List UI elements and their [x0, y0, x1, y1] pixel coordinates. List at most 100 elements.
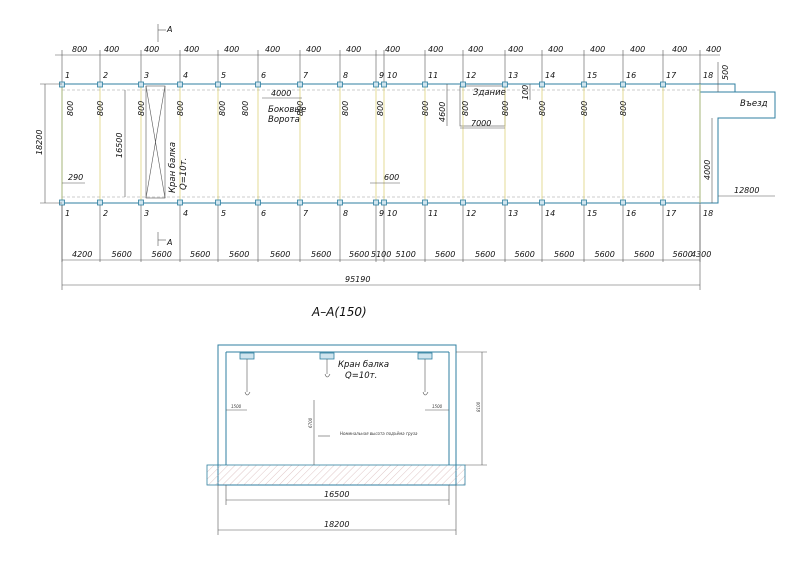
bottom-dim-label: 5600 — [229, 250, 249, 259]
column-bottom — [177, 199, 183, 206]
dim-1500-right-label: 1500 — [432, 404, 443, 409]
axis-label-top: 16 — [626, 71, 636, 80]
bottom-dim-label: 5100 — [396, 250, 416, 259]
axis-label-bottom: 16 — [626, 209, 636, 218]
entry-label: Въезд — [740, 99, 768, 109]
axis-label-top: 6 — [261, 71, 266, 80]
column-bottom — [97, 199, 103, 206]
axis-label-top: 13 — [508, 71, 518, 80]
axis-label-bottom: 6 — [261, 209, 266, 218]
axis-label-bottom: 12 — [466, 209, 476, 218]
column-dim-label: 800 — [176, 101, 185, 116]
building-label: Здание — [473, 88, 506, 98]
dim-7000-label: 7000 — [471, 119, 491, 128]
section-height-label: 8100 — [476, 401, 481, 412]
axis-label-top: 5 — [221, 71, 226, 80]
column-bottom — [539, 199, 545, 206]
total-width-label: 18200 — [35, 130, 44, 155]
plan-crane-label-2: Q=10т. — [179, 158, 189, 190]
bottom-dim-label: 4200 — [72, 250, 92, 259]
section-frame — [217, 344, 457, 486]
bottom-dim-label: 5600 — [311, 250, 331, 259]
column-bottom — [59, 199, 65, 206]
column-bottom — [502, 199, 508, 206]
column-top — [215, 81, 221, 88]
bottom-dim-label: 5600 — [673, 250, 693, 259]
top-dim-label: 400 — [265, 45, 280, 54]
column-bottom — [581, 199, 587, 206]
bottom-dim-label: 5600 — [270, 250, 290, 259]
top-dim-label: 400 — [428, 45, 443, 54]
top-dim-label: 400 — [672, 45, 687, 54]
dim-600-label: 600 — [384, 173, 399, 182]
column-bottom — [381, 199, 387, 206]
axis-label-bottom: 11 — [428, 209, 438, 218]
axis-label-top: 18 — [703, 71, 713, 80]
column-dim-label: 800 — [461, 101, 470, 116]
axis-label-top: 3 — [144, 71, 149, 80]
hook-left-icon — [244, 391, 251, 396]
dim-100-label: 100 — [521, 85, 530, 100]
bottom-dim-label: 5600 — [435, 250, 455, 259]
bottom-dim-label: 5600 — [595, 250, 615, 259]
top-dim-label: 400 — [590, 45, 605, 54]
top-dim-label: 400 — [224, 45, 239, 54]
column-top — [59, 81, 65, 88]
column-bottom — [337, 199, 343, 206]
total-length-label: 95190 — [345, 275, 370, 284]
column-bottom — [620, 199, 626, 206]
column-top — [337, 81, 343, 88]
column-top — [581, 81, 587, 88]
axis-label-top: 8 — [343, 71, 348, 80]
bottom-dim-label: 5600 — [475, 250, 495, 259]
column-top — [177, 81, 183, 88]
column-dim-label: 800 — [341, 101, 350, 116]
section-mark-top-label: А — [166, 25, 172, 34]
column-bottom — [373, 199, 379, 206]
dim-12800-label: 12800 — [734, 186, 759, 195]
column-bottom — [460, 199, 466, 206]
column-dim-label: 800 — [580, 101, 589, 116]
section-crane-label-1: Кран балка — [338, 360, 389, 370]
section-crane-label-2: Q=10т. — [345, 371, 377, 381]
column-top — [460, 81, 466, 88]
axis-label-top: 15 — [587, 71, 597, 80]
column-dim-label: 800 — [241, 101, 250, 116]
axis-label-top: 14 — [545, 71, 555, 80]
column-bottom — [215, 199, 221, 206]
top-dim-label: 400 — [468, 45, 483, 54]
top-dim-label: 400 — [104, 45, 119, 54]
column-dim-label: 800 — [296, 101, 305, 116]
dim-4000-gate-label: 4000 — [271, 89, 291, 98]
axis-label-bottom: 14 — [545, 209, 555, 218]
entry-top-outline — [700, 83, 736, 93]
plan-crane-label-1: Кран балка — [168, 142, 178, 193]
axis-label-top: 10 — [387, 71, 397, 80]
bottom-dim-label: 5600 — [112, 250, 132, 259]
axis-label-top: 1 — [65, 71, 70, 80]
column-top — [539, 81, 545, 88]
column-dim-label: 800 — [501, 101, 510, 116]
bottom-dim-label: 5600 — [152, 250, 172, 259]
axis-label-top: 17 — [666, 71, 677, 80]
dim-290-label: 290 — [68, 173, 83, 182]
axis-label-bottom: 10 — [387, 209, 397, 218]
axis-label-bottom: 17 — [666, 209, 677, 218]
bottom-dim-label: 5600 — [554, 250, 574, 259]
column-top — [97, 81, 103, 88]
trolley-right — [417, 352, 433, 360]
column-dim-label: 800 — [376, 101, 385, 116]
axis-label-bottom: 9 — [379, 209, 384, 218]
section-title: А–А(150) — [311, 305, 367, 319]
axis-label-bottom: 2 — [103, 209, 108, 218]
axis-label-top: 2 — [103, 71, 108, 80]
top-dim-label: 400 — [508, 45, 523, 54]
bottom-dim-label: 5600 — [190, 250, 210, 259]
column-top — [138, 81, 144, 88]
top-dim-label: 400 — [306, 45, 321, 54]
crane-beam-diagonal-2 — [145, 85, 166, 199]
section-floor-hatch — [206, 464, 466, 486]
plan-view: А А 112233445566778899101011111212131314… — [35, 24, 776, 290]
